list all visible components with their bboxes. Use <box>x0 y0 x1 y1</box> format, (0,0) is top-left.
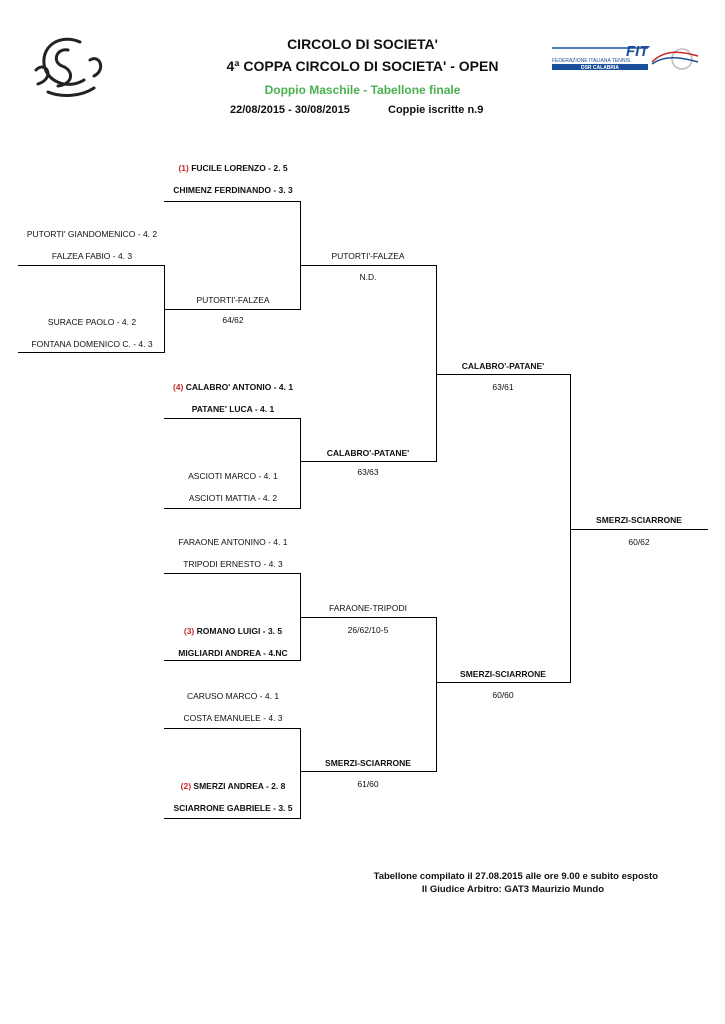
player-fontana: FONTANA DOMENICO C. - 4. 3 <box>31 339 153 349</box>
bracket-line <box>300 728 301 819</box>
bracket-line <box>300 201 301 310</box>
player-caruso: CARUSO MARCO - 4. 1 <box>186 691 280 701</box>
semifinal-2-score: 60/60 <box>492 690 514 700</box>
draw-title: Doppio Maschile - Tabellone finale <box>264 83 461 97</box>
player-surace: SURACE PAOLO - 4. 2 <box>47 317 137 327</box>
seed-3-player-a: (3) ROMANO LUIGI - 3. 5 <box>183 626 283 636</box>
bracket-line <box>300 265 437 266</box>
seed-2-player-b: SCIARRONE GABRIELE - 3. 5 <box>173 803 293 813</box>
bracket-line <box>300 771 437 772</box>
player-ascioti-mattia: ASCIOTI MATTIA - 4. 2 <box>188 493 278 503</box>
quarterfinal-4-score: 61/60 <box>357 779 379 789</box>
seed-1-player-a: (1) FUCILE LORENZO - 2. 5 <box>178 163 288 173</box>
seed-2-player-a: (2) SMERZI ANDREA - 2. 8 <box>180 781 286 791</box>
club-monogram-logo <box>34 37 103 97</box>
seed-number: (4) <box>172 382 184 392</box>
bracket-line <box>164 418 301 419</box>
fit-logo-caption: FEDERAZIONE ITALIANA TENNIS <box>552 58 631 64</box>
seed-number: (2) <box>180 781 192 791</box>
quarterfinal-1-score: N.D. <box>359 272 377 282</box>
seed-number: (1) <box>178 163 189 173</box>
bracket-line <box>436 617 437 772</box>
quarterfinal-3-score: 26/62/10-5 <box>347 625 389 635</box>
footer-compiled-note: Tabellone compilato il 27.08.2015 alle o… <box>373 871 658 882</box>
seed-3-player-b: MIGLIARDI ANDREA - 4.NC <box>178 648 288 658</box>
player-ascioti-marco: ASCIOTI MARCO - 4. 1 <box>188 471 278 481</box>
bracket-line <box>570 374 571 683</box>
tournament-title: 4ª COPPA CIRCOLO DI SOCIETA' - OPEN <box>226 58 499 74</box>
quarterfinal-2-score: 63/63 <box>357 467 379 477</box>
fit-logo-region: DSR CALABRIA <box>581 65 619 71</box>
quarterfinal-2-name: CALABRO'-PATANE' <box>326 448 410 458</box>
player-falzea: FALZEA FABIO - 4. 3 <box>51 251 133 261</box>
bracket-line <box>18 352 165 353</box>
semifinal-1-name: CALABRO'-PATANE' <box>461 361 545 371</box>
player-tripodi: TRIPODI ERNESTO - 4. 3 <box>183 559 283 569</box>
bracket-line <box>164 573 301 574</box>
bracket-line <box>18 265 165 266</box>
seed-4-player-b: PATANE' LUCA - 4. 1 <box>191 404 275 414</box>
bracket-line <box>164 660 301 661</box>
round1-score: 64/62 <box>222 315 244 325</box>
quarterfinal-4-name: SMERZI-SCIARRONE <box>325 758 411 768</box>
page-title: CIRCOLO DI SOCIETA' <box>287 36 438 52</box>
quarterfinal-1-name: PUTORTI'-FALZEA <box>331 251 405 261</box>
bracket-line <box>300 418 301 509</box>
quarterfinal-3-name: FARAONE-TRIPODI <box>329 603 407 613</box>
bracket-line <box>164 818 301 819</box>
final-winner-name: SMERZI-SCIARRONE <box>596 515 682 525</box>
seed-number: (3) <box>183 626 195 636</box>
seed-1-player-b: CHIMENZ FERDINANDO - 3. 3 <box>173 185 293 195</box>
pairs-count: Coppie iscritte n.9 <box>388 104 484 116</box>
fit-federation-logo: FIT FEDERAZIONE ITALIANA TENNIS DSR CALA… <box>552 43 699 71</box>
footer-referee: Il Giudice Arbitro: GAT3 Maurizio Mundo <box>421 884 604 895</box>
bracket-line <box>164 201 301 202</box>
semifinal-1-score: 63/61 <box>492 382 514 392</box>
final-score: 60/62 <box>628 537 650 547</box>
bracket-line <box>164 728 301 729</box>
player-costa: COSTA EMANUELE - 4. 3 <box>183 713 283 723</box>
bracket-line <box>436 374 571 375</box>
bracket-line <box>164 309 301 310</box>
bracket-line <box>300 617 437 618</box>
bracket-line <box>436 682 571 683</box>
player-putorti: PUTORTI' GIANDOMENICO - 4. 2 <box>26 229 158 239</box>
player-faraone: FARAONE ANTONINO - 4. 1 <box>178 537 288 547</box>
bracket-line <box>570 529 708 530</box>
bracket-line <box>164 508 301 509</box>
tournament-dates: 22/08/2015 - 30/08/2015 <box>230 104 350 116</box>
fit-logo-text: FIT <box>626 43 650 60</box>
round1-winner: PUTORTI'-FALZEA <box>196 295 270 305</box>
bracket-line <box>300 461 437 462</box>
semifinal-2-name: SMERZI-SCIARRONE <box>460 669 546 679</box>
bracket-line <box>436 265 437 462</box>
seed-4-player-a: (4) CALABRO' ANTONIO - 4. 1 <box>172 382 294 392</box>
